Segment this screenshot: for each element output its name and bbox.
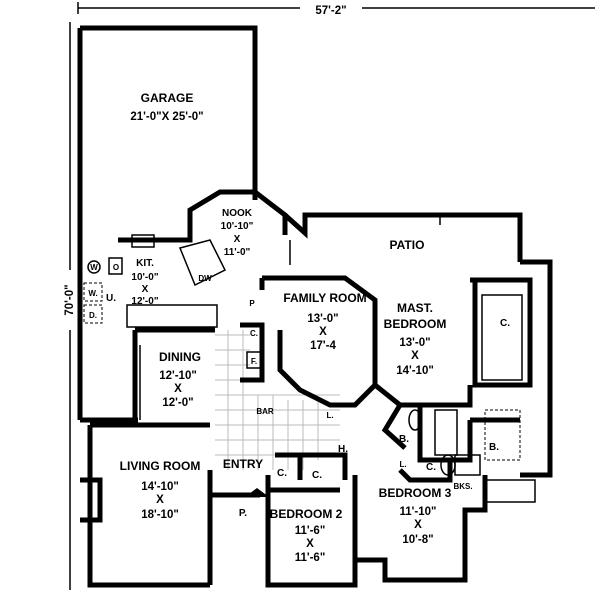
svg-text:X: X — [142, 284, 149, 295]
room-master-bedroom: MAST. BEDROOM 13'-0" X 14'-10" — [384, 301, 447, 377]
svg-text:10'-8": 10'-8" — [402, 534, 433, 546]
room-kitchen: KIT. 10'-0" X 12'-0" — [131, 258, 158, 307]
svg-text:NOOK: NOOK — [222, 208, 253, 219]
closet-label: C. — [312, 470, 322, 481]
walls — [77, 25, 553, 588]
closet-label: C. — [277, 468, 287, 479]
entry-label: ENTRY — [223, 457, 263, 471]
closet-label: C. — [500, 318, 510, 329]
svg-text:11'-0": 11'-0" — [224, 247, 251, 258]
depth-dimension: 70'-0" — [64, 284, 76, 315]
svg-text:X: X — [414, 519, 422, 531]
svg-text:12'-10": 12'-10" — [159, 370, 197, 382]
washer-circle-label: W — [90, 263, 98, 272]
room-garage: GARAGE 21'-0"X 25'-0" — [130, 91, 203, 123]
svg-text:X: X — [174, 383, 182, 395]
bar-label: BAR — [256, 407, 274, 416]
svg-text:FAMILY ROOM: FAMILY ROOM — [283, 291, 366, 305]
porch-label: P. — [239, 508, 247, 519]
closet-label: C. — [426, 462, 436, 473]
room-bedroom-3: BEDROOM 3 11'-10" X 10'-8" — [379, 486, 452, 546]
svg-text:21'-0"X 25'-0": 21'-0"X 25'-0" — [130, 111, 203, 123]
small-labels: ENTRY BAR H. P. U. W. D. W O DW P C. F. … — [87, 257, 510, 519]
svg-text:GARAGE: GARAGE — [141, 91, 194, 105]
closet-label: C. — [250, 329, 258, 338]
room-nook: NOOK 10'-10" X 11'-0" — [221, 208, 254, 258]
svg-text:12'-0": 12'-0" — [162, 397, 193, 409]
svg-text:10'-10": 10'-10" — [221, 221, 254, 232]
hall-label: H. — [338, 444, 348, 455]
room-patio: PATIO — [390, 238, 425, 252]
tile-floor — [215, 330, 340, 470]
linen-label: L. — [326, 411, 333, 420]
svg-text:11'-6": 11'-6" — [295, 525, 326, 537]
svg-text:10'-0": 10'-0" — [131, 272, 158, 283]
svg-text:KIT.: KIT. — [136, 258, 154, 269]
washer-label: W. — [88, 289, 97, 298]
room-living: LIVING ROOM 14'-10" X 18'-10" — [120, 459, 201, 521]
oven-label: O — [113, 263, 119, 272]
svg-text:X: X — [306, 538, 314, 550]
svg-text:BEDROOM 3: BEDROOM 3 — [379, 486, 452, 500]
svg-text:12'-0": 12'-0" — [131, 296, 158, 307]
dishwasher-label: DW — [198, 274, 212, 283]
svg-text:13'-0": 13'-0" — [307, 313, 338, 325]
svg-text:X: X — [234, 234, 241, 245]
svg-text:DINING: DINING — [159, 350, 201, 364]
svg-text:X: X — [411, 350, 419, 362]
dimension-width: 57'-2" — [77, 2, 595, 17]
bath-label: B. — [489, 442, 499, 453]
fixtures — [83, 215, 536, 503]
utility-label: U. — [106, 293, 116, 304]
dryer-label: D. — [89, 311, 97, 320]
svg-text:BEDROOM: BEDROOM — [384, 317, 447, 331]
svg-text:LIVING ROOM: LIVING ROOM — [120, 459, 201, 473]
svg-text:11'-10": 11'-10" — [400, 506, 437, 518]
svg-text:13'-0": 13'-0" — [399, 337, 430, 349]
fireplace-label: F. — [251, 357, 257, 366]
pantry-label: P — [249, 299, 255, 308]
svg-text:14'-10": 14'-10" — [396, 365, 434, 377]
room-bedroom-2: BEDROOM 2 11'-6" X 11'-6" — [270, 507, 343, 564]
svg-text:17'-4: 17'-4 — [310, 340, 336, 352]
linen-label: L. — [399, 460, 406, 469]
svg-text:X: X — [319, 326, 327, 338]
width-dimension: 57'-2" — [315, 5, 346, 17]
bookshelves-label: BKS. — [453, 482, 472, 491]
svg-text:18'-10": 18'-10" — [141, 509, 179, 521]
svg-text:14'-10": 14'-10" — [141, 481, 179, 493]
room-dining: DINING 12'-10" X 12'-0" — [159, 350, 201, 409]
svg-text:11'-6": 11'-6" — [295, 552, 326, 564]
room-family: FAMILY ROOM 13'-0" X 17'-4 — [283, 291, 366, 352]
svg-text:BEDROOM 2: BEDROOM 2 — [270, 507, 343, 521]
svg-text:X: X — [156, 494, 164, 506]
svg-text:MAST.: MAST. — [397, 301, 433, 315]
bath-label: B. — [399, 434, 409, 445]
dimension-depth: 70'-0" — [62, 22, 76, 590]
